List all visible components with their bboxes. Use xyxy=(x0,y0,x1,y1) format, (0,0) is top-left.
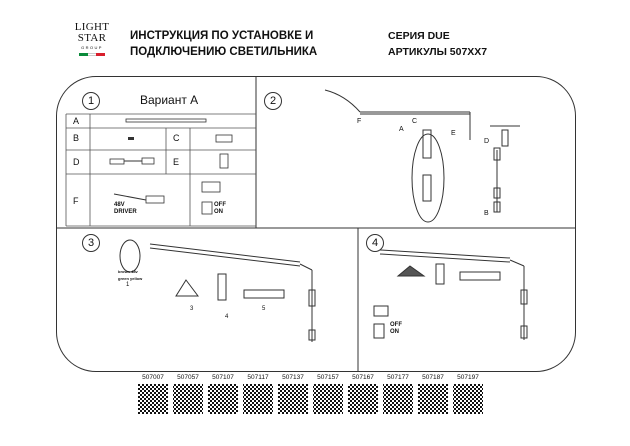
qr-code-icon xyxy=(278,384,308,414)
row-e-label: E xyxy=(173,157,180,167)
series-line2: АРТИКУЛЫ 507XX7 xyxy=(388,46,488,58)
logo-line1: LIGHT xyxy=(74,21,110,33)
step3-label-4: 4 xyxy=(225,314,229,320)
article-code: 507167 xyxy=(352,374,374,381)
row-b-label: B xyxy=(73,133,80,143)
qr-code-icon xyxy=(453,384,483,414)
step-1-number: 1 xyxy=(82,92,100,110)
qr-code-icon xyxy=(313,384,343,414)
title-line2: ПОДКЛЮЧЕНИЮ СВЕТИЛЬНИКА xyxy=(130,46,318,58)
qr-code-icon xyxy=(418,384,448,414)
flag-icon xyxy=(79,53,106,56)
article-code: 507187 xyxy=(422,374,444,381)
article-code: 507137 xyxy=(282,374,304,381)
title-line1: ИНСТРУКЦИЯ ПО УСТАНОВКЕ И xyxy=(130,30,314,42)
qr-code-icon xyxy=(208,384,238,414)
article-code: 507117 xyxy=(247,374,269,381)
qr-code-icon xyxy=(243,384,273,414)
article-code: 507057 xyxy=(177,374,199,381)
step2-label-a: A xyxy=(399,126,404,133)
step3-label-1: 1 xyxy=(126,282,130,288)
qr-code-icon xyxy=(138,384,168,414)
step2-label-e: E xyxy=(451,130,456,137)
logo-line2: STAR xyxy=(77,32,107,44)
logo-line3: GROUP xyxy=(81,45,103,50)
qr-code-icon xyxy=(348,384,378,414)
article-code: 507107 xyxy=(212,374,234,381)
qr-codes xyxy=(138,384,483,414)
article-code: 507157 xyxy=(317,374,339,381)
qr-code-icon xyxy=(383,384,413,414)
page-title: ИНСТРУКЦИЯ ПО УСТАНОВКЕ И ПОДКЛЮЧЕНИЮ СВ… xyxy=(130,28,317,60)
on-label: ON xyxy=(214,209,223,215)
row-f-label: F xyxy=(73,196,79,206)
row-a-label: A xyxy=(73,116,80,126)
step2-label-f: F xyxy=(357,118,362,125)
step4-on-label: ON xyxy=(390,329,399,335)
articles-row: 507007 507057 507107 507117 507137 50715… xyxy=(136,374,485,381)
article-code: 507197 xyxy=(457,374,479,381)
driver-label: 48V DRIVER xyxy=(114,202,137,215)
step-3-number: 3 xyxy=(82,234,100,252)
variant-label: Вариант А xyxy=(140,93,199,107)
step2-label-b: B xyxy=(484,210,489,217)
step3-label-5: 5 xyxy=(262,306,266,312)
instruction-panel xyxy=(56,76,576,372)
step3-label-3: 3 xyxy=(190,306,194,312)
step-2-number: 2 xyxy=(264,92,282,110)
step2-label-c: C xyxy=(412,118,418,125)
off-label: OFF xyxy=(214,202,226,208)
series-info: СЕРИЯ DUE АРТИКУЛЫ 507XX7 xyxy=(388,28,487,60)
qr-code-icon xyxy=(173,384,203,414)
step-4-number: 4 xyxy=(366,234,384,252)
step4-off-label: OFF xyxy=(390,322,402,328)
row-c-label: C xyxy=(173,133,180,143)
brand-logo: LIGHT STAR GROUP xyxy=(72,22,112,56)
row-d-label: D xyxy=(73,157,80,167)
series-line1: СЕРИЯ DUE xyxy=(388,30,450,42)
step2-label-d: D xyxy=(484,138,490,145)
article-code: 507177 xyxy=(387,374,409,381)
wire-caption: brown 48v green yellow xyxy=(118,269,143,281)
article-code: 507007 xyxy=(142,374,164,381)
